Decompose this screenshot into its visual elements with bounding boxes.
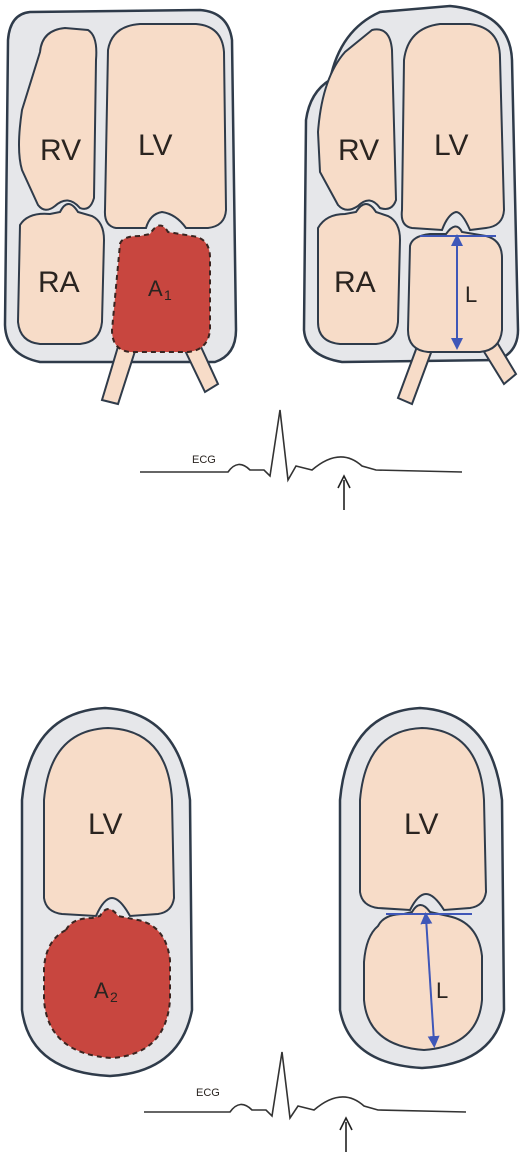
a4c-left-rv-label: RV [40,134,81,167]
a4c-right-ra-label: RA [334,266,376,299]
a4c-left-area-subscript: 1 [164,287,172,303]
a4c-right-lv-label: LV [434,129,468,162]
a4c-left-view: RV LV RA A 1 [5,10,236,404]
a4c-right-view: RV LV RA L [304,6,518,404]
a2c-left-lv-label: LV [88,808,122,841]
a4c-left-lv-label: LV [138,129,172,162]
a4c-ecg: ECG [140,410,462,510]
a2c-left-area-subscript: 2 [110,989,118,1005]
a4c-ecg-trace [140,410,462,480]
a4c-left-ra-label: RA [38,266,80,299]
a4c-right-rv-chamber [318,29,396,209]
a4c-ecg-label: ECG [192,454,216,466]
a4c-left-lv-chamber [105,24,226,228]
a2c-left-view: LV A 2 [22,708,192,1076]
a2c-right-la-chamber [364,905,482,1050]
a4c-right-la-chamber [408,226,502,352]
a4c-right-length-label: L [465,282,477,307]
a4c-right-rv-label: RV [338,134,379,167]
a2c-right-lv-label: LV [404,808,438,841]
a4c-left-area-label: A [148,276,163,301]
a4c-right-lv-chamber [402,24,504,230]
a2c-right-view: LV L [340,708,504,1068]
a2c-left-area-label: A [94,978,109,1003]
a2c-ecg-label: ECG [196,1087,220,1099]
a2c-right-length-label: L [436,978,448,1003]
